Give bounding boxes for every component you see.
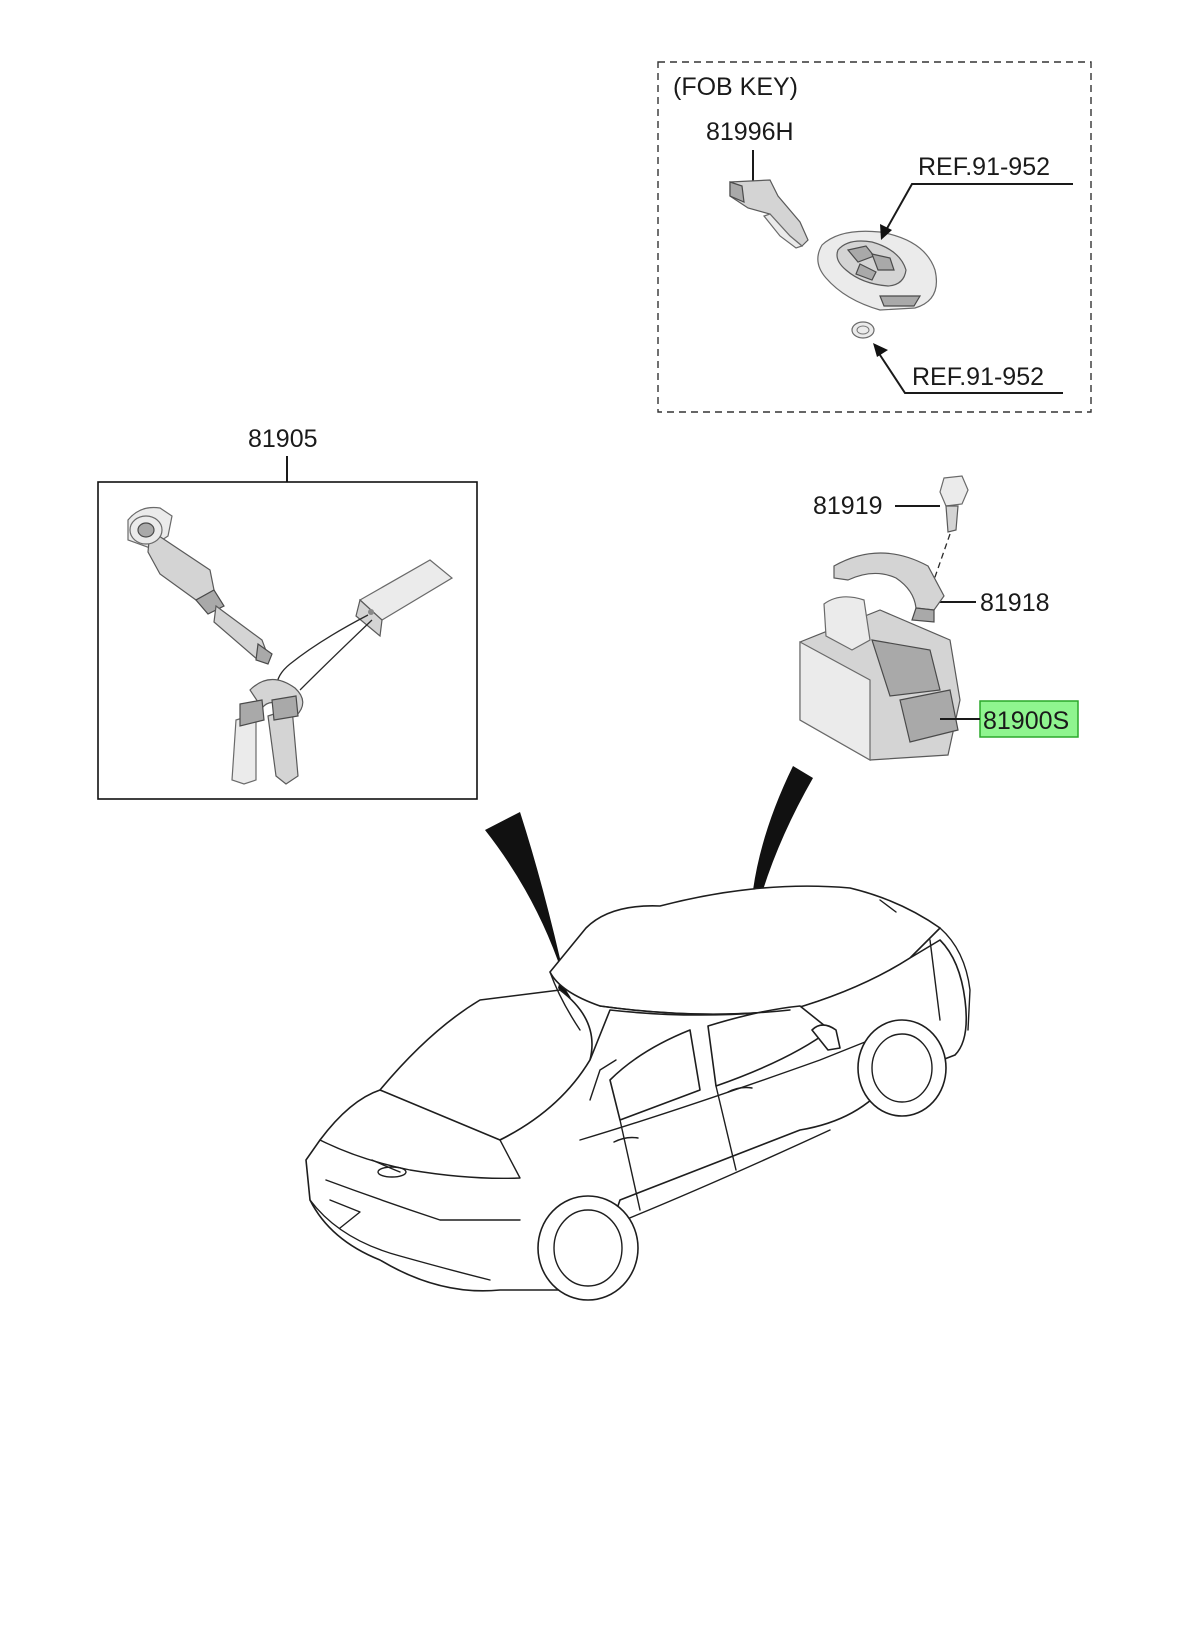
- leader-ref-fob: [884, 183, 1073, 233]
- ref-label-battery[interactable]: REF.91-952: [912, 363, 1044, 391]
- pointer-immobilizer: [749, 766, 813, 940]
- fob-key-group: (FOB KEY) 81996H REF.91-952 REF.91-952: [657, 61, 1092, 413]
- key-tag[interactable]: [355, 559, 454, 638]
- smart-key-fob[interactable]: [817, 230, 937, 311]
- lock-set-frame: [97, 481, 478, 800]
- emergency-blade-key[interactable]: [729, 179, 809, 249]
- highlight-box-81900s: [979, 700, 1079, 738]
- ref-label-fob[interactable]: REF.91-952: [918, 153, 1050, 181]
- mounting-bracket[interactable]: [833, 552, 945, 623]
- fob-key-dashed-frame: [657, 61, 1092, 413]
- arrowhead-ref-battery: [873, 343, 888, 357]
- part-label-81900s[interactable]: 81900S: [983, 707, 1069, 735]
- key-cylinder[interactable]: [127, 506, 273, 665]
- part-label-81996h[interactable]: 81996H: [706, 118, 794, 146]
- part-label-81918[interactable]: 81918: [980, 589, 1050, 617]
- shear-bolt[interactable]: [939, 475, 969, 533]
- pointer-lock-set: [485, 812, 566, 985]
- part-label-81919[interactable]: 81919: [813, 492, 883, 520]
- leader-ref-battery: [877, 351, 1063, 394]
- keys[interactable]: [231, 678, 304, 785]
- immobilizer-group: 81919 81918 81900S: [799, 475, 1079, 762]
- vehicle-outline: [305, 885, 971, 1301]
- fob-key-title: (FOB KEY): [673, 73, 798, 101]
- arrowhead-ref-fob: [880, 224, 892, 240]
- part-label-81905[interactable]: 81905: [248, 425, 318, 453]
- immobilizer-module[interactable]: [799, 596, 961, 762]
- lock-set-group: 81905: [97, 425, 478, 800]
- coin-battery[interactable]: [851, 321, 875, 339]
